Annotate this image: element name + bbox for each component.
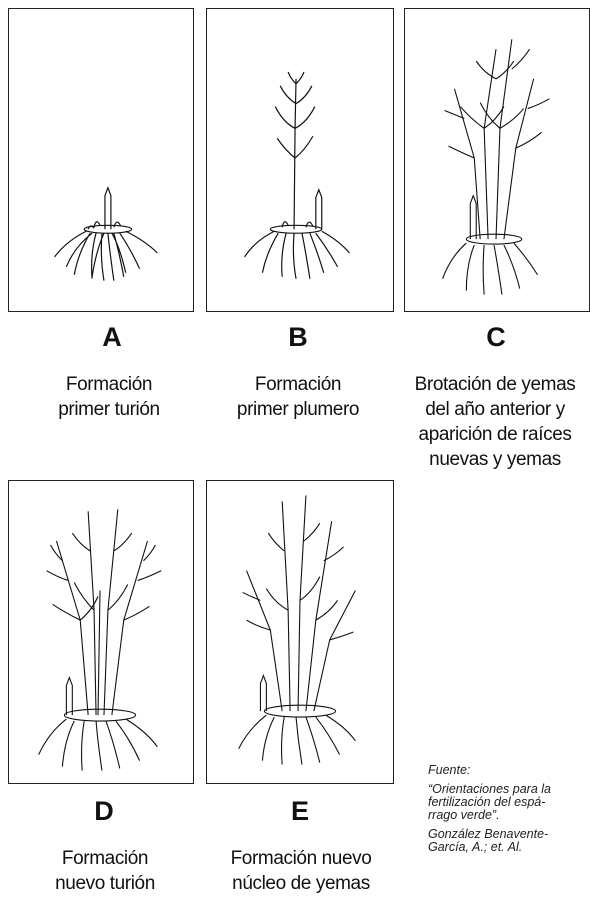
source-title: “Orientaciones para la fertilización del…: [428, 783, 584, 822]
panel-c-letter: C: [466, 322, 526, 353]
asparagus-new-spear-drawing: [9, 481, 193, 783]
asparagus-first-fern-drawing: [207, 9, 393, 311]
source-note: Fuente: “Orientaciones para la fertiliza…: [428, 764, 584, 860]
panel-b-illustration: [206, 8, 394, 312]
panel-d-letter: D: [74, 796, 134, 827]
panel-d-caption: Formación nuevo turión: [0, 846, 210, 896]
asparagus-first-spear-drawing: [9, 9, 193, 311]
panel-a-illustration: [8, 8, 194, 312]
panel-b-caption: Formación primer plumero: [186, 372, 410, 422]
asparagus-new-bud-core-drawing: [207, 481, 393, 783]
source-authors: González Benavente- García, A.; et. Al.: [428, 828, 584, 854]
panel-c-illustration: [404, 8, 590, 312]
panel-e-letter: E: [270, 796, 330, 827]
panel-b-letter: B: [268, 322, 328, 353]
panel-e-caption: Formación nuevo núcleo de yemas: [196, 846, 406, 896]
panel-d-illustration: [8, 480, 194, 784]
asparagus-sprouting-drawing: [405, 9, 589, 311]
panel-e-illustration: [206, 480, 394, 784]
panel-a-letter: A: [82, 322, 142, 353]
panel-c-caption: Brotación de yemas del año anterior y ap…: [400, 372, 590, 472]
source-label: Fuente:: [428, 764, 584, 777]
